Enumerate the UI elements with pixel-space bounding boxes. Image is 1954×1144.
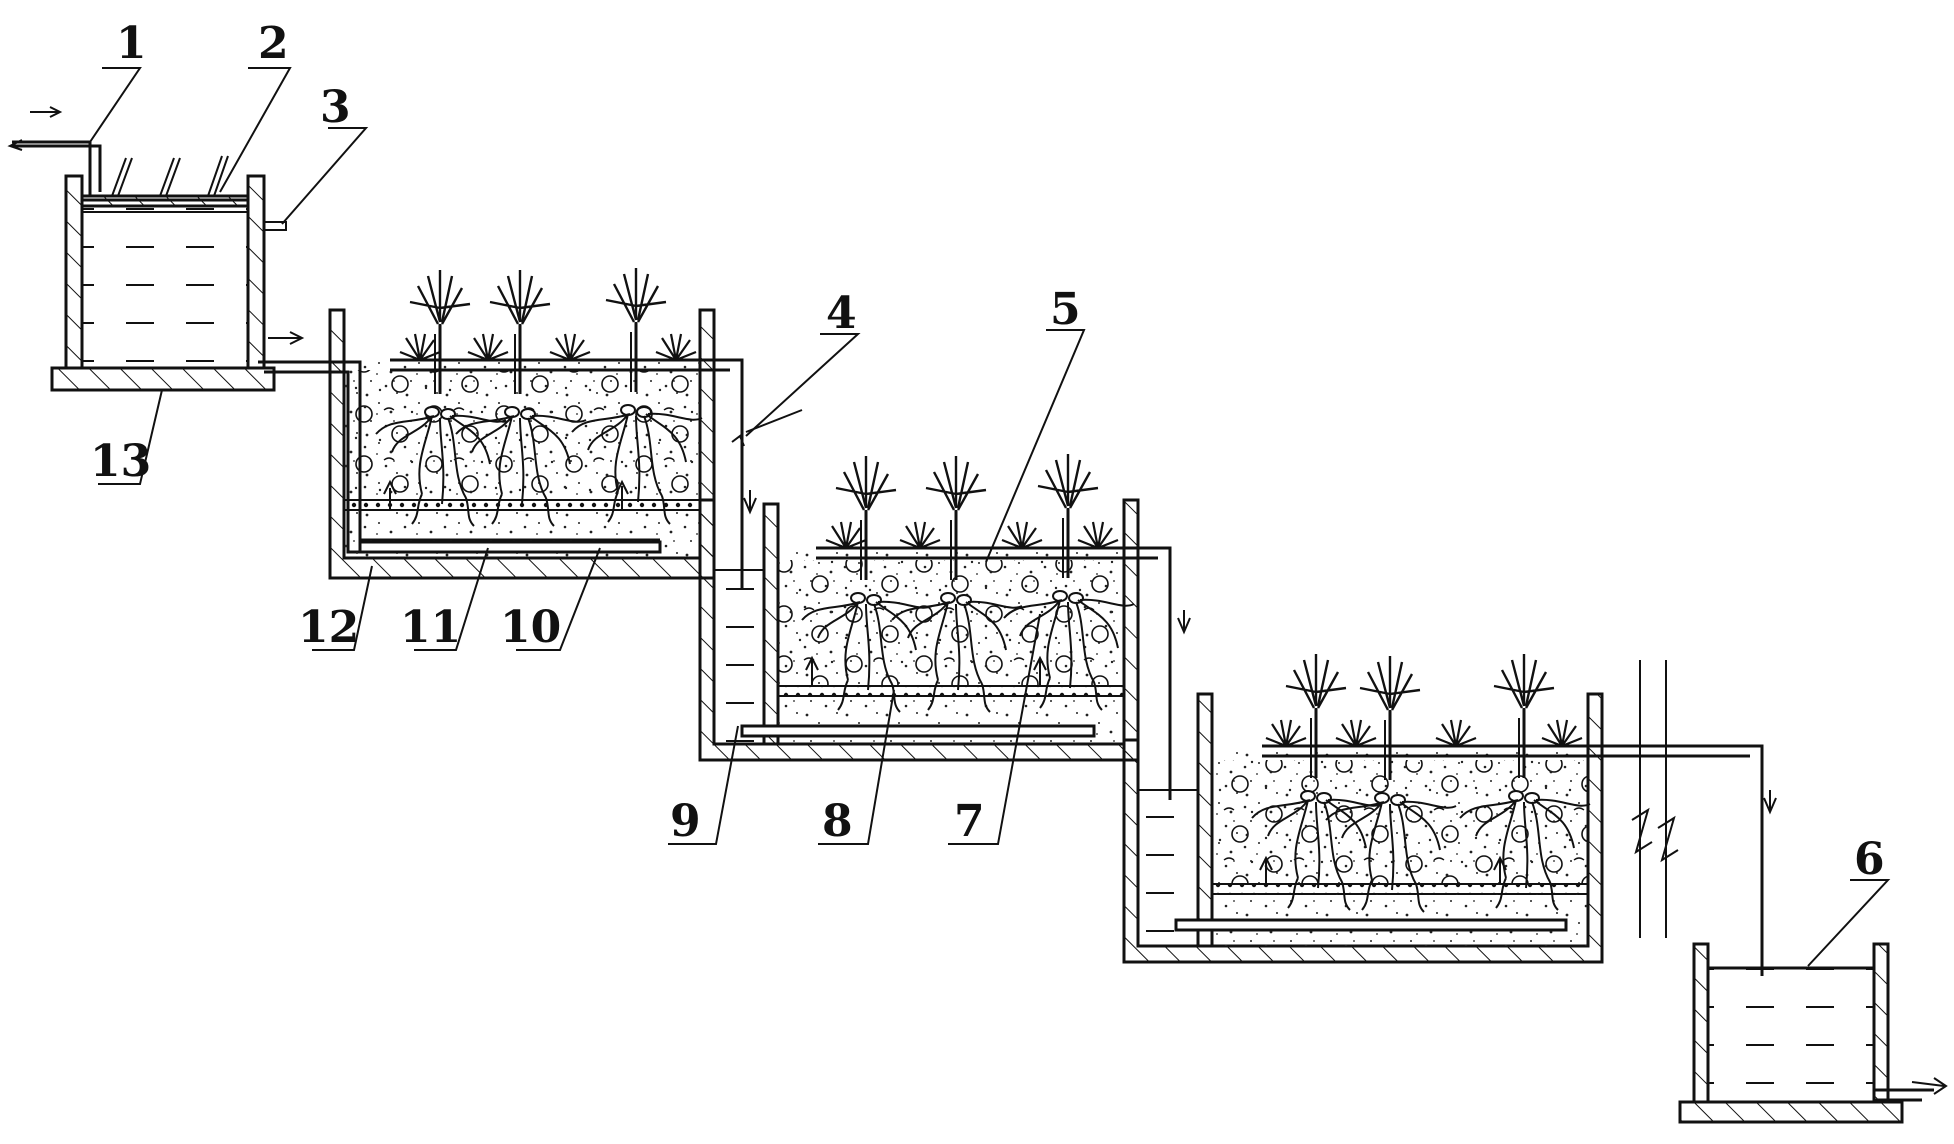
wetland-cell-3 bbox=[1122, 652, 1764, 976]
label-2: 2 bbox=[258, 18, 289, 69]
label-8: 8 bbox=[822, 796, 853, 847]
label-3: 3 bbox=[320, 82, 351, 133]
label-9: 9 bbox=[670, 796, 701, 847]
label-4: 4 bbox=[826, 288, 857, 339]
label-1: 1 bbox=[116, 18, 147, 69]
wetland-cell-2 bbox=[698, 452, 1172, 800]
label-5: 5 bbox=[1050, 284, 1081, 335]
label-12: 12 bbox=[298, 602, 359, 653]
label-13: 13 bbox=[90, 436, 151, 487]
leader-lines bbox=[89, 67, 1891, 967]
pipe-break-marks bbox=[1631, 660, 1679, 938]
inlet-tank bbox=[7, 106, 660, 554]
wetland-cell-1 bbox=[328, 266, 744, 590]
label-7: 7 bbox=[954, 796, 985, 847]
label-11: 11 bbox=[400, 602, 461, 653]
label-6: 6 bbox=[1854, 834, 1885, 885]
label-10: 10 bbox=[500, 602, 561, 653]
outlet-tank bbox=[1678, 942, 1948, 1124]
